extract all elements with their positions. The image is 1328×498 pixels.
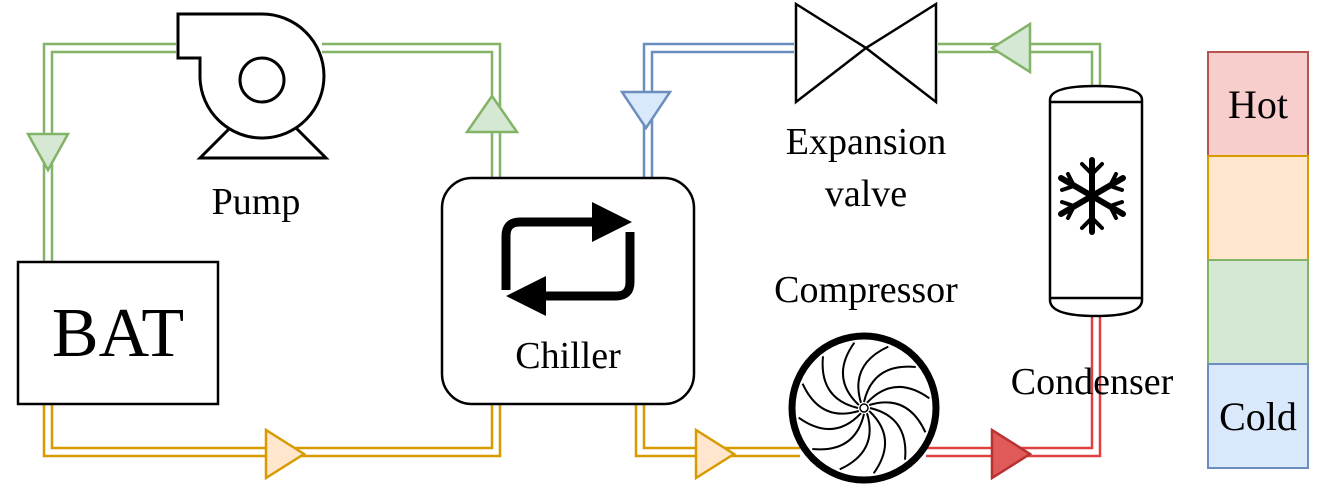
flow-arrow-icon: [264, 427, 307, 481]
flow-arrow-icon: [25, 132, 71, 173]
compressor-blade: [868, 410, 887, 474]
orange-pipe: [42, 404, 800, 458]
flow-arrow-icon: [694, 427, 737, 481]
compressor-blade: [839, 412, 871, 471]
blue-pipe: [642, 42, 794, 178]
compressor-blade: [868, 401, 927, 433]
flow-arrow-icon: [990, 427, 1033, 481]
compressor-blade: [866, 385, 930, 404]
green-pipe: [42, 42, 1102, 262]
chiller-label: Chiller: [515, 335, 621, 377]
compressor-blade: [798, 412, 862, 431]
compressor-blade: [821, 356, 859, 409]
compressor-icon: [788, 332, 940, 484]
expansion-valve-label-line1: Expansion: [786, 121, 946, 163]
compressor-blade: [863, 365, 916, 403]
expansion-valve-icon: [794, 1, 938, 105]
temperature-legend: Hot Cold: [1207, 51, 1309, 469]
compressor-blade: [857, 345, 889, 404]
condenser-label: Condenser: [1011, 361, 1174, 403]
legend-swatch-hot: [1207, 51, 1309, 157]
battery-label: BAT: [52, 295, 184, 372]
compressor-blade: [812, 413, 865, 451]
compressor-blade: [841, 342, 860, 406]
compressor-blade: [801, 383, 860, 415]
compressor-blade: [869, 407, 907, 460]
compressor-label: Compressor: [774, 269, 958, 311]
expansion-valve-label-line2: valve: [825, 173, 907, 215]
chiller-exchange-icon: [501, 202, 635, 316]
legend-swatch-cold: [1207, 363, 1309, 469]
legend-label-cold: Cold: [1219, 394, 1297, 439]
legend-label-hot: Hot: [1228, 82, 1288, 127]
flow-arrow-icon: [989, 21, 1032, 75]
pump-label: Pump: [212, 181, 301, 223]
red-pipe: [926, 316, 1102, 458]
flow-arrow-icon: [464, 93, 520, 134]
pump-icon: [176, 12, 330, 160]
condenser-snowflake-icon: [1058, 157, 1126, 235]
battery-box: [16, 260, 220, 406]
flow-arrow-icon: [619, 90, 673, 131]
legend-swatch-warm: [1207, 155, 1309, 261]
legend-swatch-cool: [1207, 259, 1309, 365]
